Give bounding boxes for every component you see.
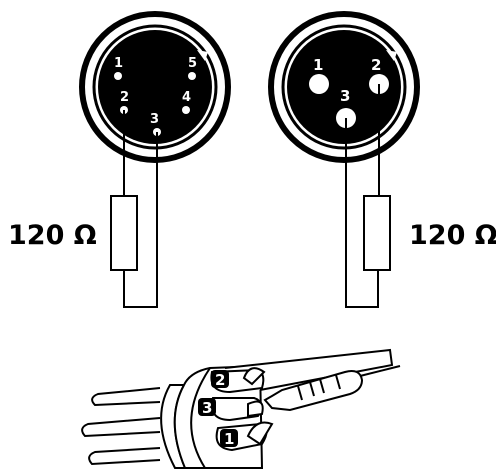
plug-pin-label-2: 2 bbox=[215, 371, 225, 389]
connector-face bbox=[98, 30, 212, 144]
pin-5-socket bbox=[188, 72, 196, 80]
plug-pin-1-badge bbox=[220, 429, 238, 447]
locking-key bbox=[197, 50, 208, 61]
plug-pin-2-badge bbox=[211, 370, 229, 388]
left-resistor-label: 120 Ω bbox=[8, 220, 97, 251]
right-termination-wiring bbox=[345, 84, 391, 308]
connector-face bbox=[287, 30, 401, 144]
locking-key bbox=[386, 50, 397, 61]
plug-pin-label-3: 3 bbox=[202, 399, 212, 417]
pin-label-3: 3 bbox=[150, 112, 159, 127]
pin-label-4: 4 bbox=[182, 90, 191, 105]
right-resistor-label: 120 Ω bbox=[409, 220, 496, 251]
resistor-icon bbox=[110, 195, 138, 271]
xlr-5-pin-connector-icon: 1 5 2 4 3 bbox=[79, 11, 231, 163]
xlr-plug-with-resistor-icon bbox=[81, 348, 401, 469]
pin-label-5: 5 bbox=[188, 56, 197, 71]
resistor-icon bbox=[363, 195, 391, 271]
pin-label-2: 2 bbox=[120, 90, 129, 105]
pin-label-3: 3 bbox=[340, 87, 350, 105]
xlr-3-pin-connector-icon: 1 2 3 bbox=[268, 11, 420, 163]
pin-1-socket bbox=[309, 74, 329, 94]
pin-label-2: 2 bbox=[371, 56, 381, 74]
pin-label-1: 1 bbox=[114, 56, 123, 71]
pin-label-1: 1 bbox=[313, 56, 323, 74]
pin-1-socket bbox=[114, 72, 122, 80]
left-termination-wiring bbox=[110, 110, 158, 308]
plug-pin-label-1: 1 bbox=[224, 430, 234, 448]
pin-4-socket bbox=[182, 106, 190, 114]
plug-pin-3-badge bbox=[198, 398, 216, 416]
